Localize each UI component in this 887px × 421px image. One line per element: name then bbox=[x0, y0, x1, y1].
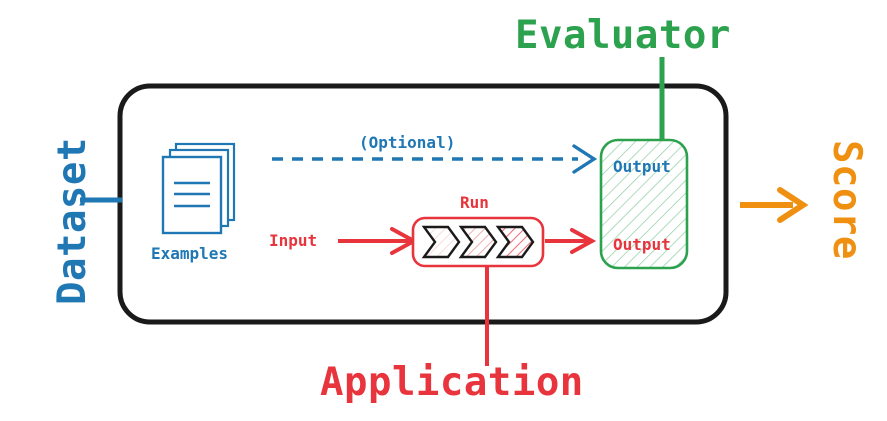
run-output-arrow-icon bbox=[545, 228, 597, 254]
evaluator-output-box bbox=[599, 138, 689, 270]
optional-label: (Optional) bbox=[359, 133, 456, 152]
evaluator-label: Evaluator bbox=[515, 13, 731, 58]
application-label: Application bbox=[320, 360, 584, 405]
score-label: Score bbox=[824, 140, 869, 260]
dataset-label: Dataset bbox=[50, 137, 95, 305]
input-label: Input bbox=[269, 231, 318, 250]
output-predicted-label: Output bbox=[613, 235, 671, 254]
run-label: Run bbox=[460, 193, 489, 212]
dashed-arrow-icon bbox=[272, 144, 598, 174]
chevron-pipeline-icon bbox=[411, 216, 545, 268]
examples-label: Examples bbox=[151, 244, 229, 263]
orange-arrow-icon bbox=[740, 187, 809, 223]
output-reference-label: Output bbox=[613, 157, 671, 176]
stacked-documents-icon bbox=[161, 142, 236, 235]
